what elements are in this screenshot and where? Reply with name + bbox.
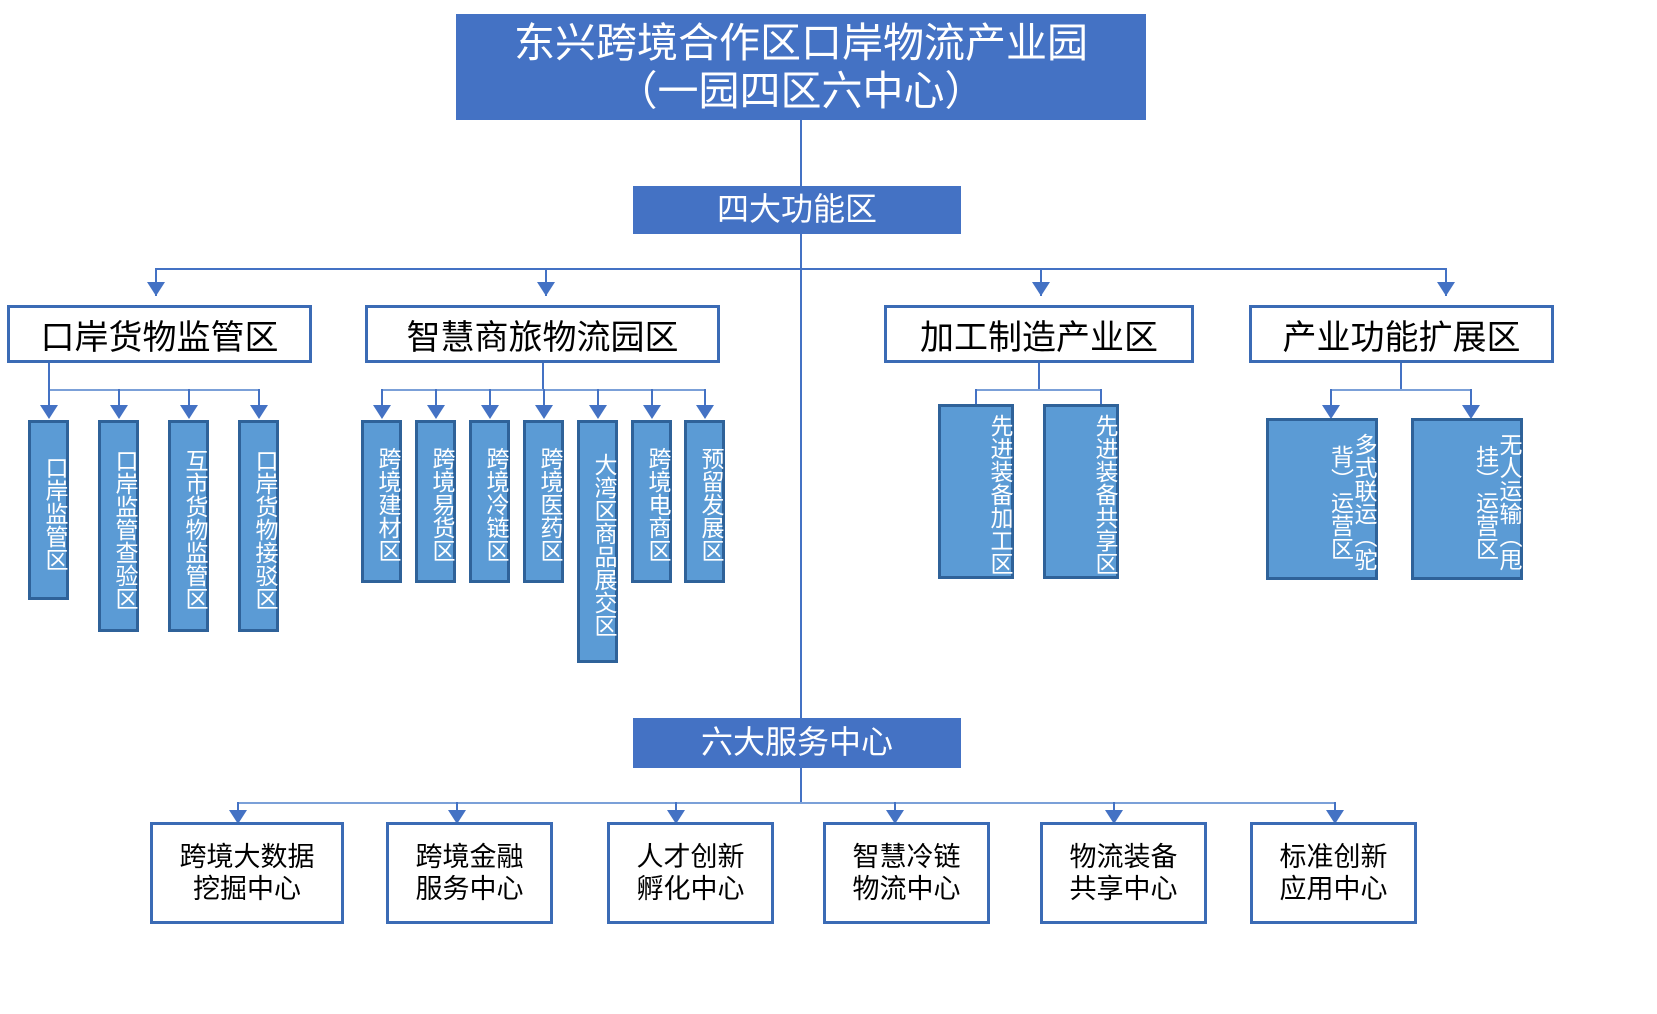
connector-z3-stem [1038,363,1040,389]
connector-z2-drop-2 [435,389,437,411]
subzone-box[interactable]: 无人运输（甩挂）运营区 [1411,418,1523,580]
connector-centers-stem [800,768,802,802]
arrow-z2-3 [481,405,499,419]
connector-z2-drop-6 [651,389,653,411]
connector-z2-drop-4 [543,389,545,411]
service-center-box[interactable]: 跨境金融 服务中心 [386,822,553,924]
subzone-box[interactable]: 跨境易货区 [415,420,456,583]
service-center-line-1: 物流装备 [1069,841,1178,872]
service-center-box[interactable]: 智慧冷链 物流中心 [823,822,990,924]
arrow-center-6 [1326,810,1344,824]
service-center-line-1: 跨境大数据 [179,841,315,872]
subzone-box[interactable]: 跨境冷链区 [469,420,510,583]
subzone-box[interactable]: 口岸监管查验区 [98,420,139,632]
connector-center-drop-4 [894,802,896,816]
service-center-line-1: 人才创新 [636,841,745,872]
zone-box-2[interactable]: 智慧商旅物流园区 [365,305,720,363]
subzone-box[interactable]: 跨境电商区 [631,420,672,583]
service-center-line-2: 服务中心 [415,874,524,904]
arrow-z2-4 [535,405,553,419]
connector-center-drop-6 [1334,802,1336,816]
connector-z3-bus [975,389,1101,391]
connector-z1-bus [48,389,258,391]
connector-z4-bus [1330,389,1470,391]
arrow-z2-5 [589,405,607,419]
connector-center-drop-2 [456,802,458,816]
connector-center-drop-3 [675,802,677,816]
connector-z1-drop-1 [48,389,50,411]
connector-z2-stem [542,363,544,389]
zones-banner: 四大功能区 [633,186,961,234]
subzone-box[interactable]: 口岸货物接驳区 [238,420,279,632]
arrow-zone-3 [1032,282,1050,296]
title-line-1: 东兴跨境合作区口岸物流产业园 [514,19,1088,66]
connector-zone-bus [155,268,1445,270]
page-title: 东兴跨境合作区口岸物流产业园 （一园四区六中心） [456,14,1146,120]
connector-z2-bus [381,389,704,391]
service-center-line-1: 智慧冷链 [852,841,961,872]
connector-z2-drop-3 [489,389,491,411]
service-center-line-2: 孵化中心 [636,874,745,904]
connector-z2-drop-5 [597,389,599,411]
service-center-box[interactable]: 人才创新 孵化中心 [607,822,774,924]
service-center-line-1: 标准创新 [1279,841,1388,872]
subzone-box[interactable]: 跨境医药区 [523,420,564,583]
zone-box-3[interactable]: 加工制造产业区 [884,305,1194,363]
title-line-2: （一园四区六中心） [616,68,986,114]
arrow-z2-6 [643,405,661,419]
connector-z1-drop-4 [258,389,260,411]
connector-z2-drop-7 [704,389,706,411]
arrow-z1-4 [250,405,268,419]
connector-z1-drop-3 [188,389,190,411]
arrow-z1-2 [110,405,128,419]
connector-z3-drop-1 [975,389,977,411]
arrow-zone-4 [1437,282,1455,296]
connector-center-drop-1 [237,802,239,816]
connector-main-spine [800,234,802,718]
connector-z3-drop-2 [1100,389,1102,411]
arrow-z1-1 [40,405,58,419]
arrow-z4-1 [1322,405,1340,419]
service-center-box[interactable]: 跨境大数据 挖掘中心 [150,822,344,924]
subzone-box[interactable]: 互市货物监管区 [168,420,209,632]
arrow-z1-3 [180,405,198,419]
centers-banner: 六大服务中心 [633,718,961,768]
subzone-box[interactable]: 先进装备加工区 [938,404,1014,579]
connector-z4-stem [1400,363,1402,389]
arrow-z2-1 [373,405,391,419]
connector-title-to-zones [800,120,802,186]
connector-center-bus [237,802,1334,804]
subzone-box[interactable]: 多式联运（驼背）运营区 [1266,418,1378,580]
arrow-z2-2 [427,405,445,419]
arrow-zone-1 [147,282,165,296]
arrow-center-4 [886,810,904,824]
subzone-box[interactable]: 大湾区商品展交区 [577,420,618,663]
connector-z1-stem [48,363,50,389]
zone-box-4[interactable]: 产业功能扩展区 [1249,305,1554,363]
service-center-box[interactable]: 物流装备 共享中心 [1040,822,1207,924]
connector-z1-drop-2 [118,389,120,411]
connector-z2-drop-1 [381,389,383,411]
arrow-center-2 [448,810,466,824]
arrow-z4-2 [1462,405,1480,419]
connector-z4-drop-2 [1470,389,1472,411]
service-center-line-2: 应用中心 [1279,874,1388,904]
service-center-box[interactable]: 标准创新 应用中心 [1250,822,1417,924]
connector-z4-drop-1 [1330,389,1332,411]
service-center-line-1: 跨境金融 [415,841,524,872]
subzone-box[interactable]: 先进装备共享区 [1043,404,1119,579]
subzone-box[interactable]: 跨境建材区 [361,420,402,583]
zone-box-1[interactable]: 口岸货物监管区 [7,305,312,363]
arrow-center-5 [1105,810,1123,824]
arrow-center-3 [667,810,685,824]
subzone-box[interactable]: 口岸监管区 [28,420,69,600]
arrow-zone-2 [537,282,555,296]
service-center-line-2: 共享中心 [1069,874,1178,904]
connector-center-drop-5 [1113,802,1115,816]
arrow-z2-7 [696,405,714,419]
subzone-box[interactable]: 预留发展区 [684,420,725,583]
arrow-center-1 [229,810,247,824]
service-center-line-2: 物流中心 [852,874,961,904]
service-center-line-2: 挖掘中心 [193,874,301,904]
